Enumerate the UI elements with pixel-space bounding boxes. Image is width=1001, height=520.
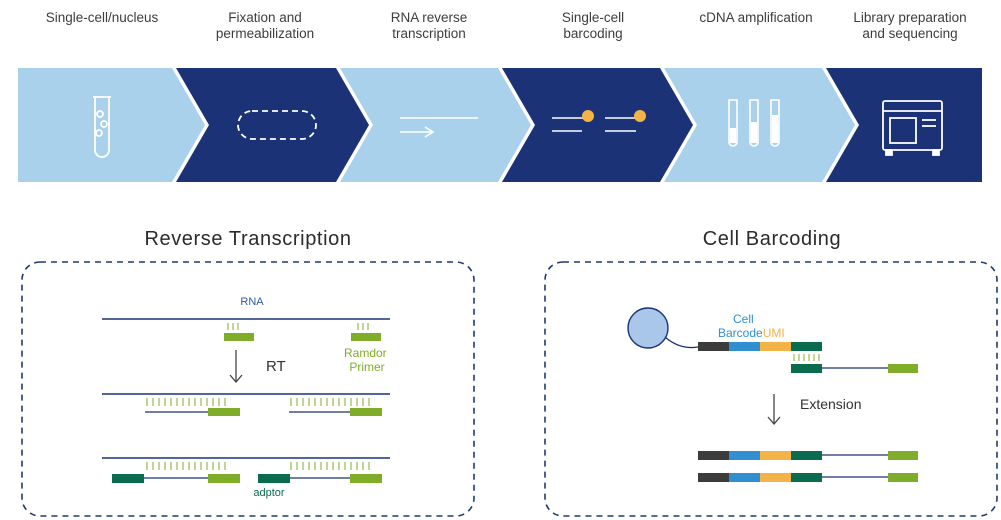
adaptor-3a [112, 474, 144, 483]
chevron-step-1 [18, 68, 205, 182]
reverse-transcription-title: Reverse Transcription [144, 228, 352, 250]
cell-barcoding-title: Cell Barcoding [702, 228, 842, 250]
product-2-gray [698, 473, 729, 482]
chevron-step-4 [502, 68, 693, 182]
dashed-capsule-icon [237, 110, 317, 140]
barcode-beads-icon [552, 110, 646, 132]
primer-2a [208, 408, 240, 416]
cell-label: Cell [733, 312, 754, 326]
primer-ticks-1 [227, 323, 369, 330]
test-tube-icon [93, 96, 111, 158]
workflow-chevron-band [18, 68, 982, 182]
product-1-primer [888, 451, 918, 460]
chevron-step-6 [826, 68, 982, 182]
chevron-step-5 [664, 68, 855, 182]
oligo-umi-segment [760, 342, 791, 351]
oligo-capture-segment [791, 342, 822, 351]
product-2-primer [888, 473, 918, 482]
tubes-icon [728, 99, 780, 147]
primer-2b [350, 408, 382, 416]
sequencer-icon [882, 100, 943, 156]
rt-down-arrow-head [229, 374, 243, 383]
primer-3b [350, 474, 382, 483]
oligo-barcode-segment [729, 342, 760, 351]
product-2-capture [791, 473, 822, 482]
random-primer-2 [351, 333, 381, 341]
template-primer [888, 364, 918, 373]
barcode-umi-label: BarcodeUMI [718, 326, 785, 340]
chevron-step-3 [340, 68, 531, 182]
step-label-single-cell: Single-cell/nucleus [45, 10, 159, 25]
cell-barcoding-panel [544, 261, 998, 517]
template-adaptor [791, 364, 822, 373]
rt-diagram: RNA RT Ramdor Primer [102, 296, 390, 499]
product-2-umi [760, 473, 791, 482]
extension-label: Extension [800, 396, 861, 412]
primer-3a [208, 474, 240, 483]
product-1-barcode [729, 451, 760, 460]
product-1-umi [760, 451, 791, 460]
cdna-ticks-3 [146, 462, 370, 470]
cdna-ticks-2 [146, 398, 370, 406]
product-2-barcode [729, 473, 760, 482]
primer-label: Ramdor Primer [344, 346, 390, 374]
adaptor-label: adptor [253, 487, 285, 499]
reverse-transcription-panel [21, 261, 475, 517]
adaptor-3b [258, 474, 290, 483]
rt-label: RT [266, 358, 286, 375]
arrow-line-icon [400, 117, 478, 138]
gel-bead [627, 307, 669, 349]
hybrid-ticks [793, 354, 820, 361]
step-label-cdna: cDNA amplification [699, 10, 813, 25]
oligo-gray-segment [698, 342, 729, 351]
bead-linker [664, 336, 699, 349]
rna-label: RNA [240, 296, 264, 308]
product-1-gray [698, 451, 729, 460]
extension-arrow-head [767, 416, 781, 425]
chevron-step-2 [176, 68, 369, 182]
product-1-capture [791, 451, 822, 460]
random-primer-1 [224, 333, 254, 341]
barcoding-diagram: Cell BarcodeUMI Extension [627, 307, 918, 482]
